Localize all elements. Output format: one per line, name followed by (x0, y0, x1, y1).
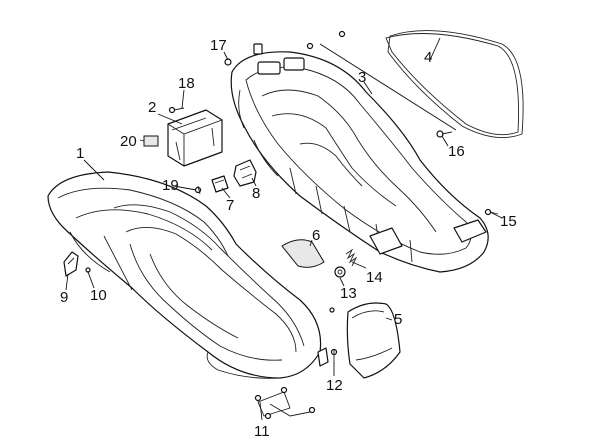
callout-10: 10 (90, 287, 107, 304)
part-7-bracket (211, 175, 229, 193)
callout-2: 2 (148, 99, 156, 116)
callout-12: 12 (326, 377, 343, 394)
part-9-hinge (63, 251, 79, 277)
callout-9: 9 (60, 289, 68, 306)
callout-14: 14 (366, 269, 383, 286)
callout-3: 3 (358, 69, 366, 86)
part-16-screw (436, 130, 453, 138)
part-10-screw (85, 267, 91, 273)
callout-13: 13 (340, 285, 357, 302)
part-2-box (167, 109, 223, 167)
part-15-screw (484, 208, 499, 216)
part-3-storage-tub (230, 51, 489, 273)
part-8-latch (233, 159, 257, 187)
part-1-seat (47, 171, 329, 379)
callout-11: 11 (254, 423, 270, 440)
part-18-screw (168, 106, 185, 114)
leader-lines (65, 37, 503, 421)
callout-8: 8 (252, 185, 260, 202)
callout-1: 1 (76, 145, 84, 162)
part-6-cover-plate (281, 239, 325, 268)
part-5-side-panel (346, 302, 401, 379)
callout-20: 20 (120, 133, 137, 150)
part-20-tag (143, 135, 159, 147)
part-14-spring (345, 248, 358, 267)
part-19-pin (194, 185, 202, 195)
part-4-seal-strip (385, 30, 524, 139)
part-12-fasteners (329, 307, 338, 362)
callout-5: 5 (394, 311, 402, 328)
callout-7: 7 (226, 197, 234, 214)
top-fastener (306, 30, 346, 50)
callout-6: 6 (312, 227, 320, 244)
callout-17: 17 (210, 37, 227, 54)
part-13-knob (334, 266, 346, 278)
callout-15: 15 (500, 213, 517, 230)
callout-4: 4 (424, 49, 432, 66)
callout-16: 16 (448, 143, 465, 160)
callout-18: 18 (178, 75, 195, 92)
callout-19: 19 (162, 177, 179, 194)
part-11-mount-bracket (254, 386, 316, 420)
